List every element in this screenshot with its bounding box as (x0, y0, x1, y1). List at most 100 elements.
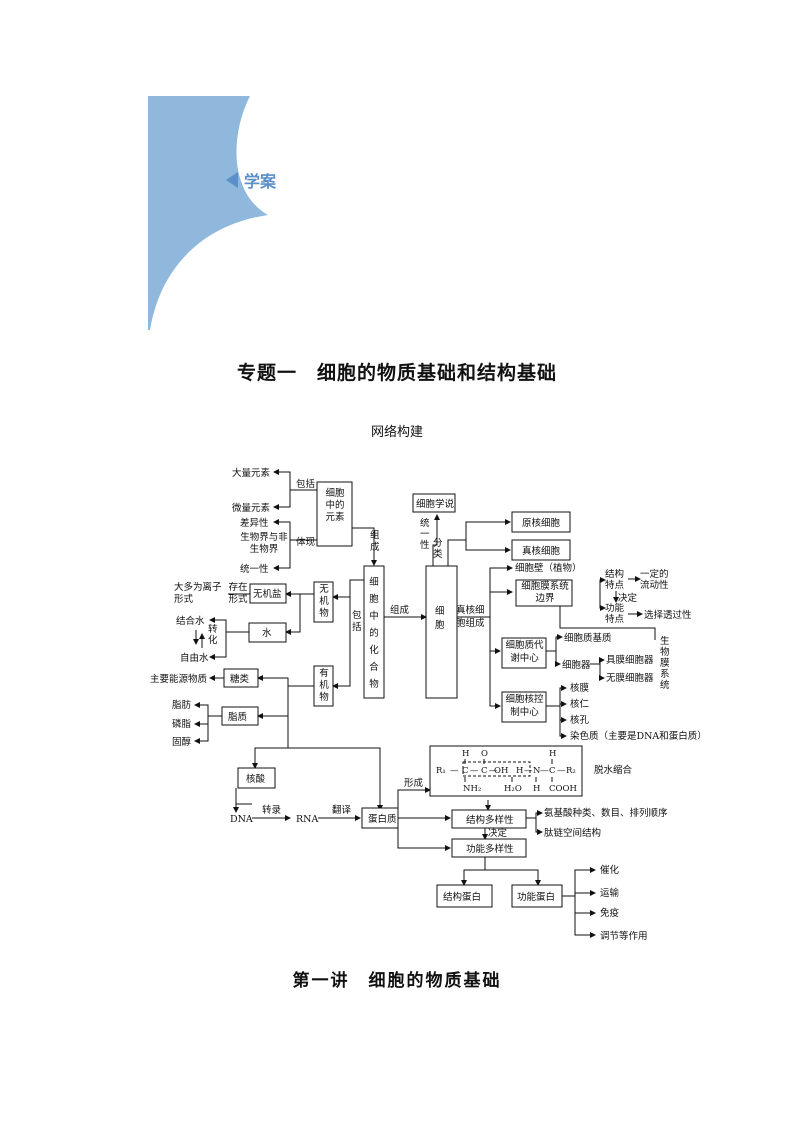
label-transport: 运输 (600, 887, 620, 899)
label-form: 形成 (404, 777, 424, 789)
label-phospho: 磷脂 (172, 718, 192, 730)
text-protein: 蛋白质 (368, 813, 397, 825)
label-convert: 转化 (208, 624, 218, 646)
text-water: 水 (262, 627, 272, 639)
formula-c2: C (481, 766, 488, 776)
label-decide: 决定 (618, 592, 638, 604)
text-cytoplasm: 细胞质代谢中心 (505, 640, 544, 664)
formula-dash4: — (524, 766, 533, 776)
formula: H O H R₁ — C — C — OH H — N — C — R₂ NH₂… (436, 749, 577, 794)
text-sugar: 糖类 (230, 673, 250, 685)
section-subtitle: 网络构建 (370, 425, 423, 440)
label-nm: 核膜 (570, 682, 590, 694)
diagram-boxes (221, 481, 583, 908)
label-major: 大量元素 (232, 467, 271, 479)
label-rna: RNA (296, 814, 318, 825)
label-immune: 免疫 (600, 907, 620, 919)
label-dehydrate: 脱水缩合 (594, 764, 633, 776)
text-organic: 有机物 (319, 668, 329, 703)
box-struct-prot (436, 884, 493, 908)
text-membrane: 细胞膜系统边界 (521, 581, 569, 604)
label-include: 包括 (296, 478, 316, 490)
formula-n: N (533, 766, 541, 776)
label-struct-feat: 结构特点 (605, 569, 625, 591)
label-membr-org: 具膜细胞器 (606, 654, 654, 666)
label-sterol: 固醇 (172, 736, 192, 748)
box-theory (412, 493, 456, 513)
label-classify: 分类 (433, 538, 443, 560)
label-embody: 体现 (296, 536, 316, 548)
text-diversity: 结构多样性 (466, 814, 514, 826)
formula-oh: OH (494, 766, 508, 776)
box-euk (511, 539, 571, 561)
label-chromatin: 染色质（主要是DNA和蛋白质） (570, 730, 707, 742)
formula-h2: H (549, 749, 556, 759)
box-func-div (451, 838, 527, 858)
formula-h1: H (462, 749, 469, 759)
text-func-prot: 功能蛋白 (517, 891, 555, 903)
text-salt: 无机盐 (253, 588, 282, 600)
box-diversity (451, 809, 527, 829)
box-membrane (515, 579, 573, 607)
text-nucleic: 核酸 (246, 773, 266, 785)
formula-dash5: — (540, 766, 549, 776)
formula-dash6: — (557, 766, 566, 776)
label-permeab: 选择透过性 (644, 609, 692, 621)
diagram-labels: 大量元素 微量元素 差异性 生物界与非生物界 统一性 包括 体现 细胞中的元素 … (150, 467, 707, 942)
formula-c1: C (462, 766, 469, 776)
text-struct-prot: 结构蛋白 (443, 891, 481, 903)
formula-r2: R₂ (566, 766, 576, 776)
text-prok: 原核细胞 (522, 517, 561, 529)
box-nucleus (501, 691, 547, 723)
label-matrix: 细胞质基质 (564, 632, 612, 644)
formula-dash1: — (450, 766, 459, 776)
box-elements (316, 481, 353, 547)
text-inorganic: 无机物 (319, 584, 329, 619)
label-chain: 肽链空间结构 (544, 827, 601, 839)
formula-h3: H (533, 784, 540, 794)
label-catalysis: 催化 (600, 864, 620, 876)
label-wall: 细胞壁（植物） (515, 562, 582, 574)
label-dna: DNA (230, 814, 253, 825)
text-compounds-box: 细胞中的化合物 (369, 577, 379, 690)
box-water (248, 622, 287, 643)
box-nucleic (237, 767, 276, 789)
text-theory: 细胞学说 (416, 498, 455, 510)
box-compounds (363, 565, 385, 699)
header-tag: 学案 (244, 172, 277, 191)
lesson-title: 第一讲 细胞的物质基础 (292, 971, 502, 991)
formula-dash3: — (489, 766, 498, 776)
header-banner (148, 96, 268, 330)
formula-dash2: — (470, 766, 479, 776)
formula-o: O (481, 749, 488, 759)
text-cell: 细胞 (435, 606, 445, 631)
label-euk-comp: 真核细胞组成 (456, 605, 485, 629)
label-sugar-role: 主要能源物质 (150, 673, 208, 685)
dehydration-mark (462, 761, 531, 777)
box-func-prot (511, 884, 563, 908)
formula-r1: R₁ (436, 766, 446, 776)
box-prok (511, 511, 571, 533)
box-protein (361, 807, 399, 829)
label-biomem: 生物膜系统 (660, 636, 670, 691)
label-fat: 脂肪 (172, 699, 192, 711)
label-unity: 统一性 (240, 563, 269, 575)
text-lipid: 脂质 (228, 711, 248, 723)
label-translate: 翻译 (332, 805, 352, 816)
text-euk: 真核细胞 (522, 545, 561, 557)
text-elements-box: 细胞中的元素 (325, 488, 345, 523)
banner-arrow-icon (226, 172, 238, 188)
formula-nh2: NH₂ (463, 784, 481, 794)
label-include-v: 包括 (352, 610, 362, 633)
label-regulate: 调节等作用 (600, 930, 648, 942)
box-lipid (221, 706, 259, 726)
label-decide-p: 决定 (488, 827, 508, 839)
banner-shape (148, 96, 268, 330)
label-bound: 结合水 (176, 615, 205, 627)
box-cell (425, 565, 458, 699)
box-sugar (223, 668, 259, 688)
page-title: 专题一 细胞的物质基础和结构基础 (236, 362, 557, 384)
box-cytoplasm (501, 637, 547, 669)
